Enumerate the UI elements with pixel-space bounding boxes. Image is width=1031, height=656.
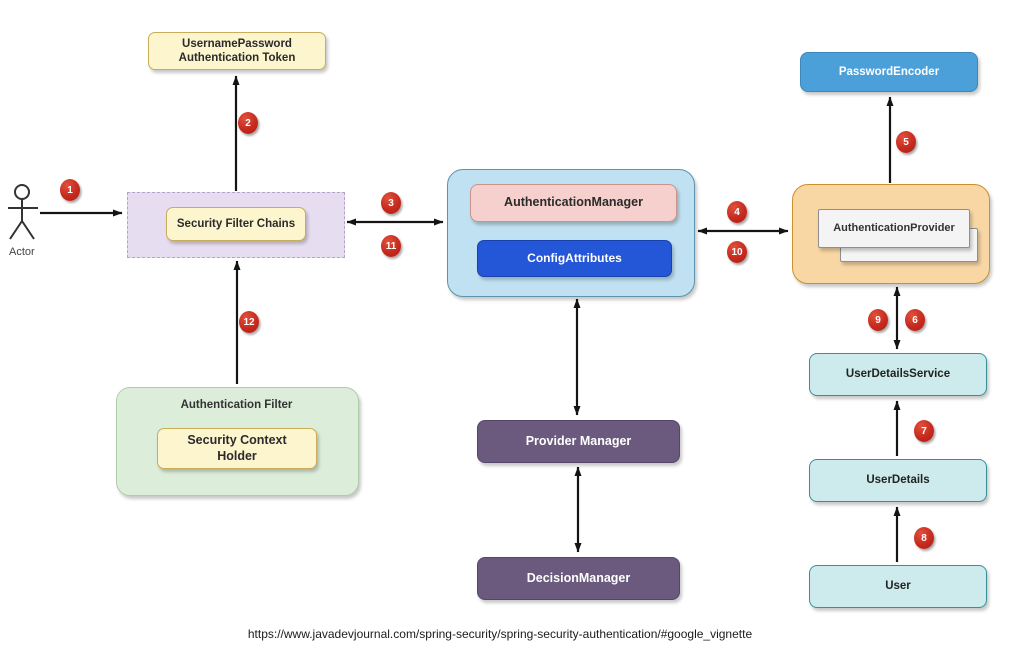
step-badge-3: 3 (381, 192, 401, 214)
step-badge-2: 2 (238, 112, 258, 134)
node-user-details-service: UserDetailsService (809, 353, 987, 396)
step-badge-7: 7 (914, 420, 934, 442)
step-badge-1: 1 (60, 179, 80, 201)
step-badge-9: 9 (868, 309, 888, 331)
node-authentication-provider: AuthenticationProvider (818, 209, 970, 248)
step-badge-4: 4 (727, 201, 747, 223)
step-badge-10: 10 (727, 241, 747, 263)
step-badge-11: 11 (381, 235, 401, 257)
node-user-details: UserDetails (809, 459, 987, 502)
node-password-encoder: PasswordEncoder (800, 52, 978, 92)
node-decision-manager: DecisionManager (477, 557, 680, 600)
step-badge-12: 12 (239, 311, 259, 333)
step-badge-5: 5 (896, 131, 916, 153)
node-config-attributes: ConfigAttributes (477, 240, 672, 277)
node-authentication-manager: AuthenticationManager (470, 184, 677, 222)
source-url: https://www.javadevjournal.com/spring-se… (247, 627, 753, 641)
node-provider-manager: Provider Manager (477, 420, 680, 463)
step-badge-8: 8 (914, 527, 934, 549)
node-username-password-authentication-token: UsernamePassword Authentication Token (148, 32, 326, 70)
actor-icon (8, 184, 38, 240)
node-security-filter-chains: Security Filter Chains (166, 207, 306, 241)
node-user: User (809, 565, 987, 608)
step-badge-6: 6 (905, 309, 925, 331)
actor-label: Actor (9, 246, 35, 258)
node-security-context-holder: Security Context Holder (157, 428, 317, 469)
authentication-filter-label: Authentication Filter (180, 399, 293, 411)
